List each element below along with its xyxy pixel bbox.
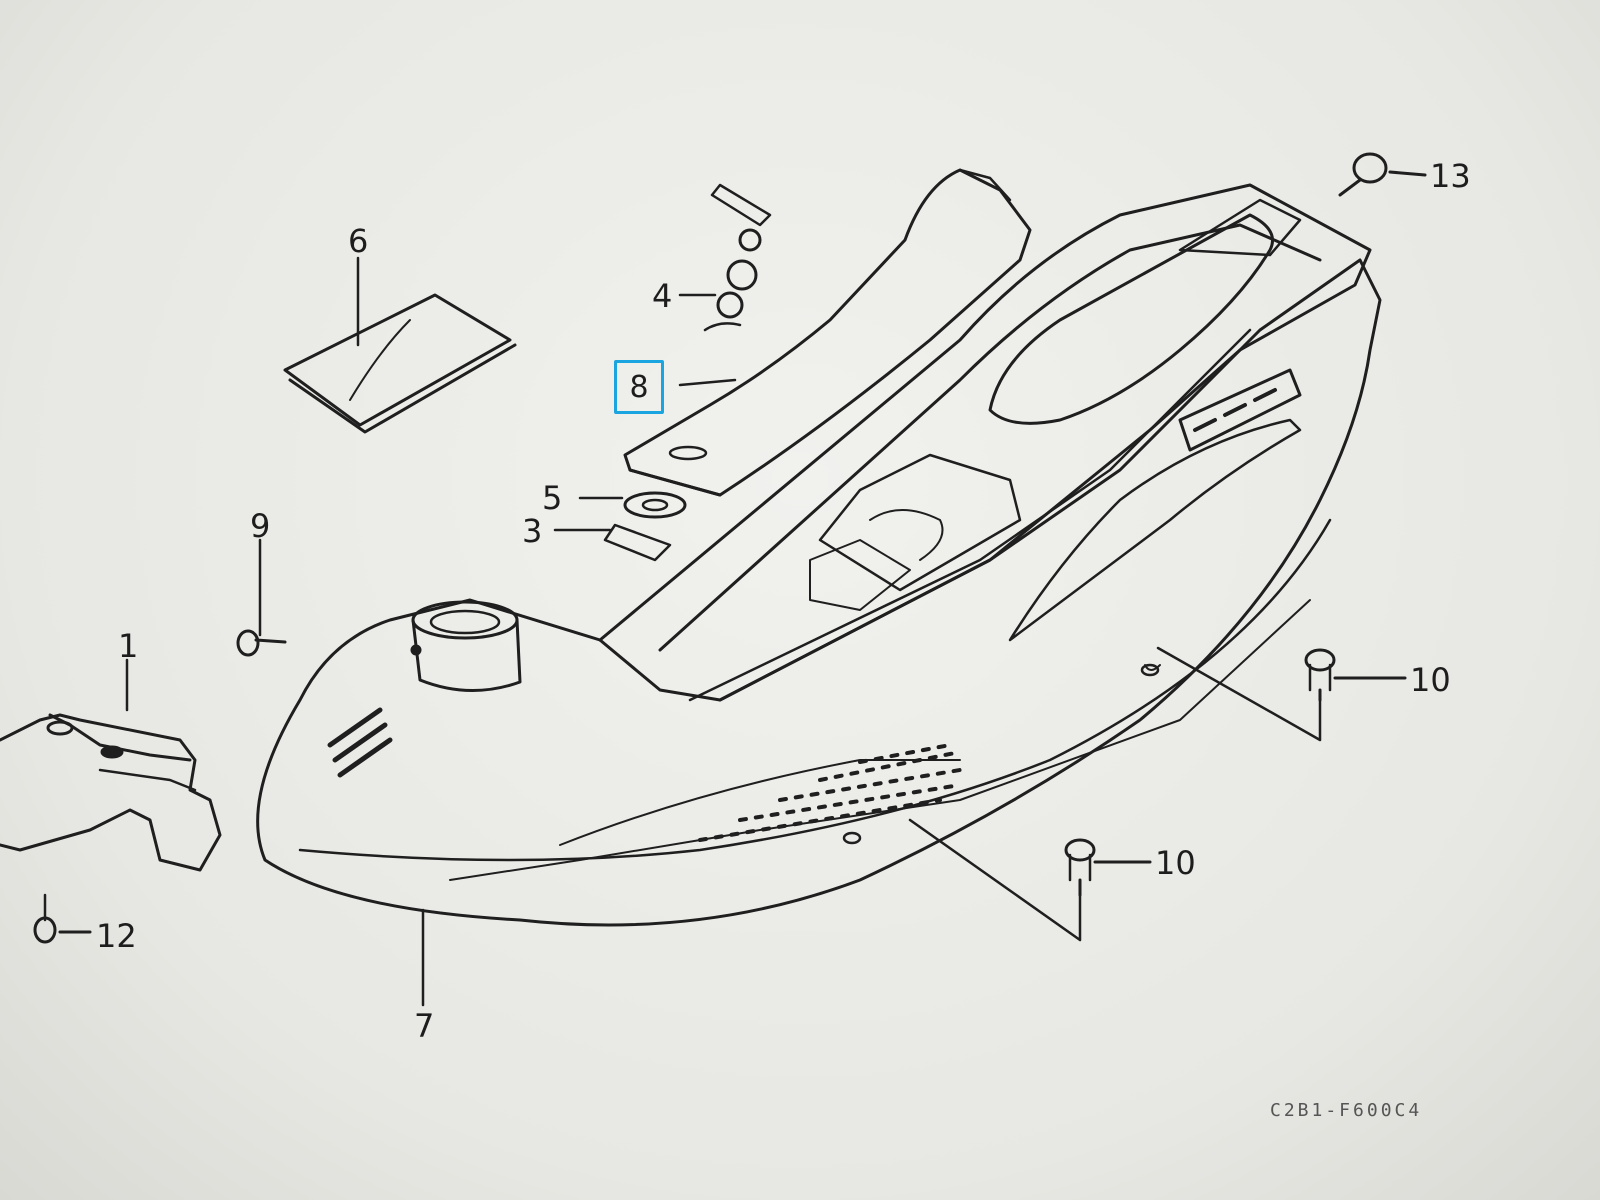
leader-lines: [125, 256, 1322, 1007]
seat-frame-part: [598, 183, 1372, 702]
callout-5: 5: [542, 479, 563, 517]
bolt-part-10-upper: [1304, 648, 1407, 702]
bolt-part-12: [33, 893, 92, 944]
washer-parts: [603, 491, 687, 562]
label-sheet-part: [283, 293, 517, 434]
callout-8-highlighted[interactable]: 8: [614, 360, 664, 414]
callout-10-upper: 10: [1410, 661, 1451, 699]
reference-code: C2B1-F600C4: [1270, 1100, 1423, 1121]
body-cover-part: [256, 258, 1382, 927]
callout-9: 9: [250, 507, 271, 545]
callout-7: 7: [414, 1007, 435, 1045]
callout-12: 12: [96, 917, 137, 955]
filler-neck-part: [410, 600, 522, 693]
callout-6: 6: [348, 222, 369, 260]
bracket-part: [0, 713, 222, 872]
emblem-part: [1178, 368, 1302, 452]
key-lock-part: [703, 183, 772, 332]
callout-13: 13: [1430, 157, 1471, 195]
callout-1: 1: [118, 627, 139, 665]
side-panel-part: [623, 168, 1032, 497]
bolt-part-9: [236, 629, 287, 657]
callout-4: 4: [652, 277, 673, 315]
callout-10-lower: 10: [1155, 844, 1196, 882]
callout-3: 3: [522, 512, 543, 550]
bolt-part-13: [1338, 152, 1427, 197]
vent-slots: [327, 707, 393, 778]
bolt-part-10-lower: [1064, 838, 1152, 897]
footrest-pattern: [698, 743, 962, 842]
